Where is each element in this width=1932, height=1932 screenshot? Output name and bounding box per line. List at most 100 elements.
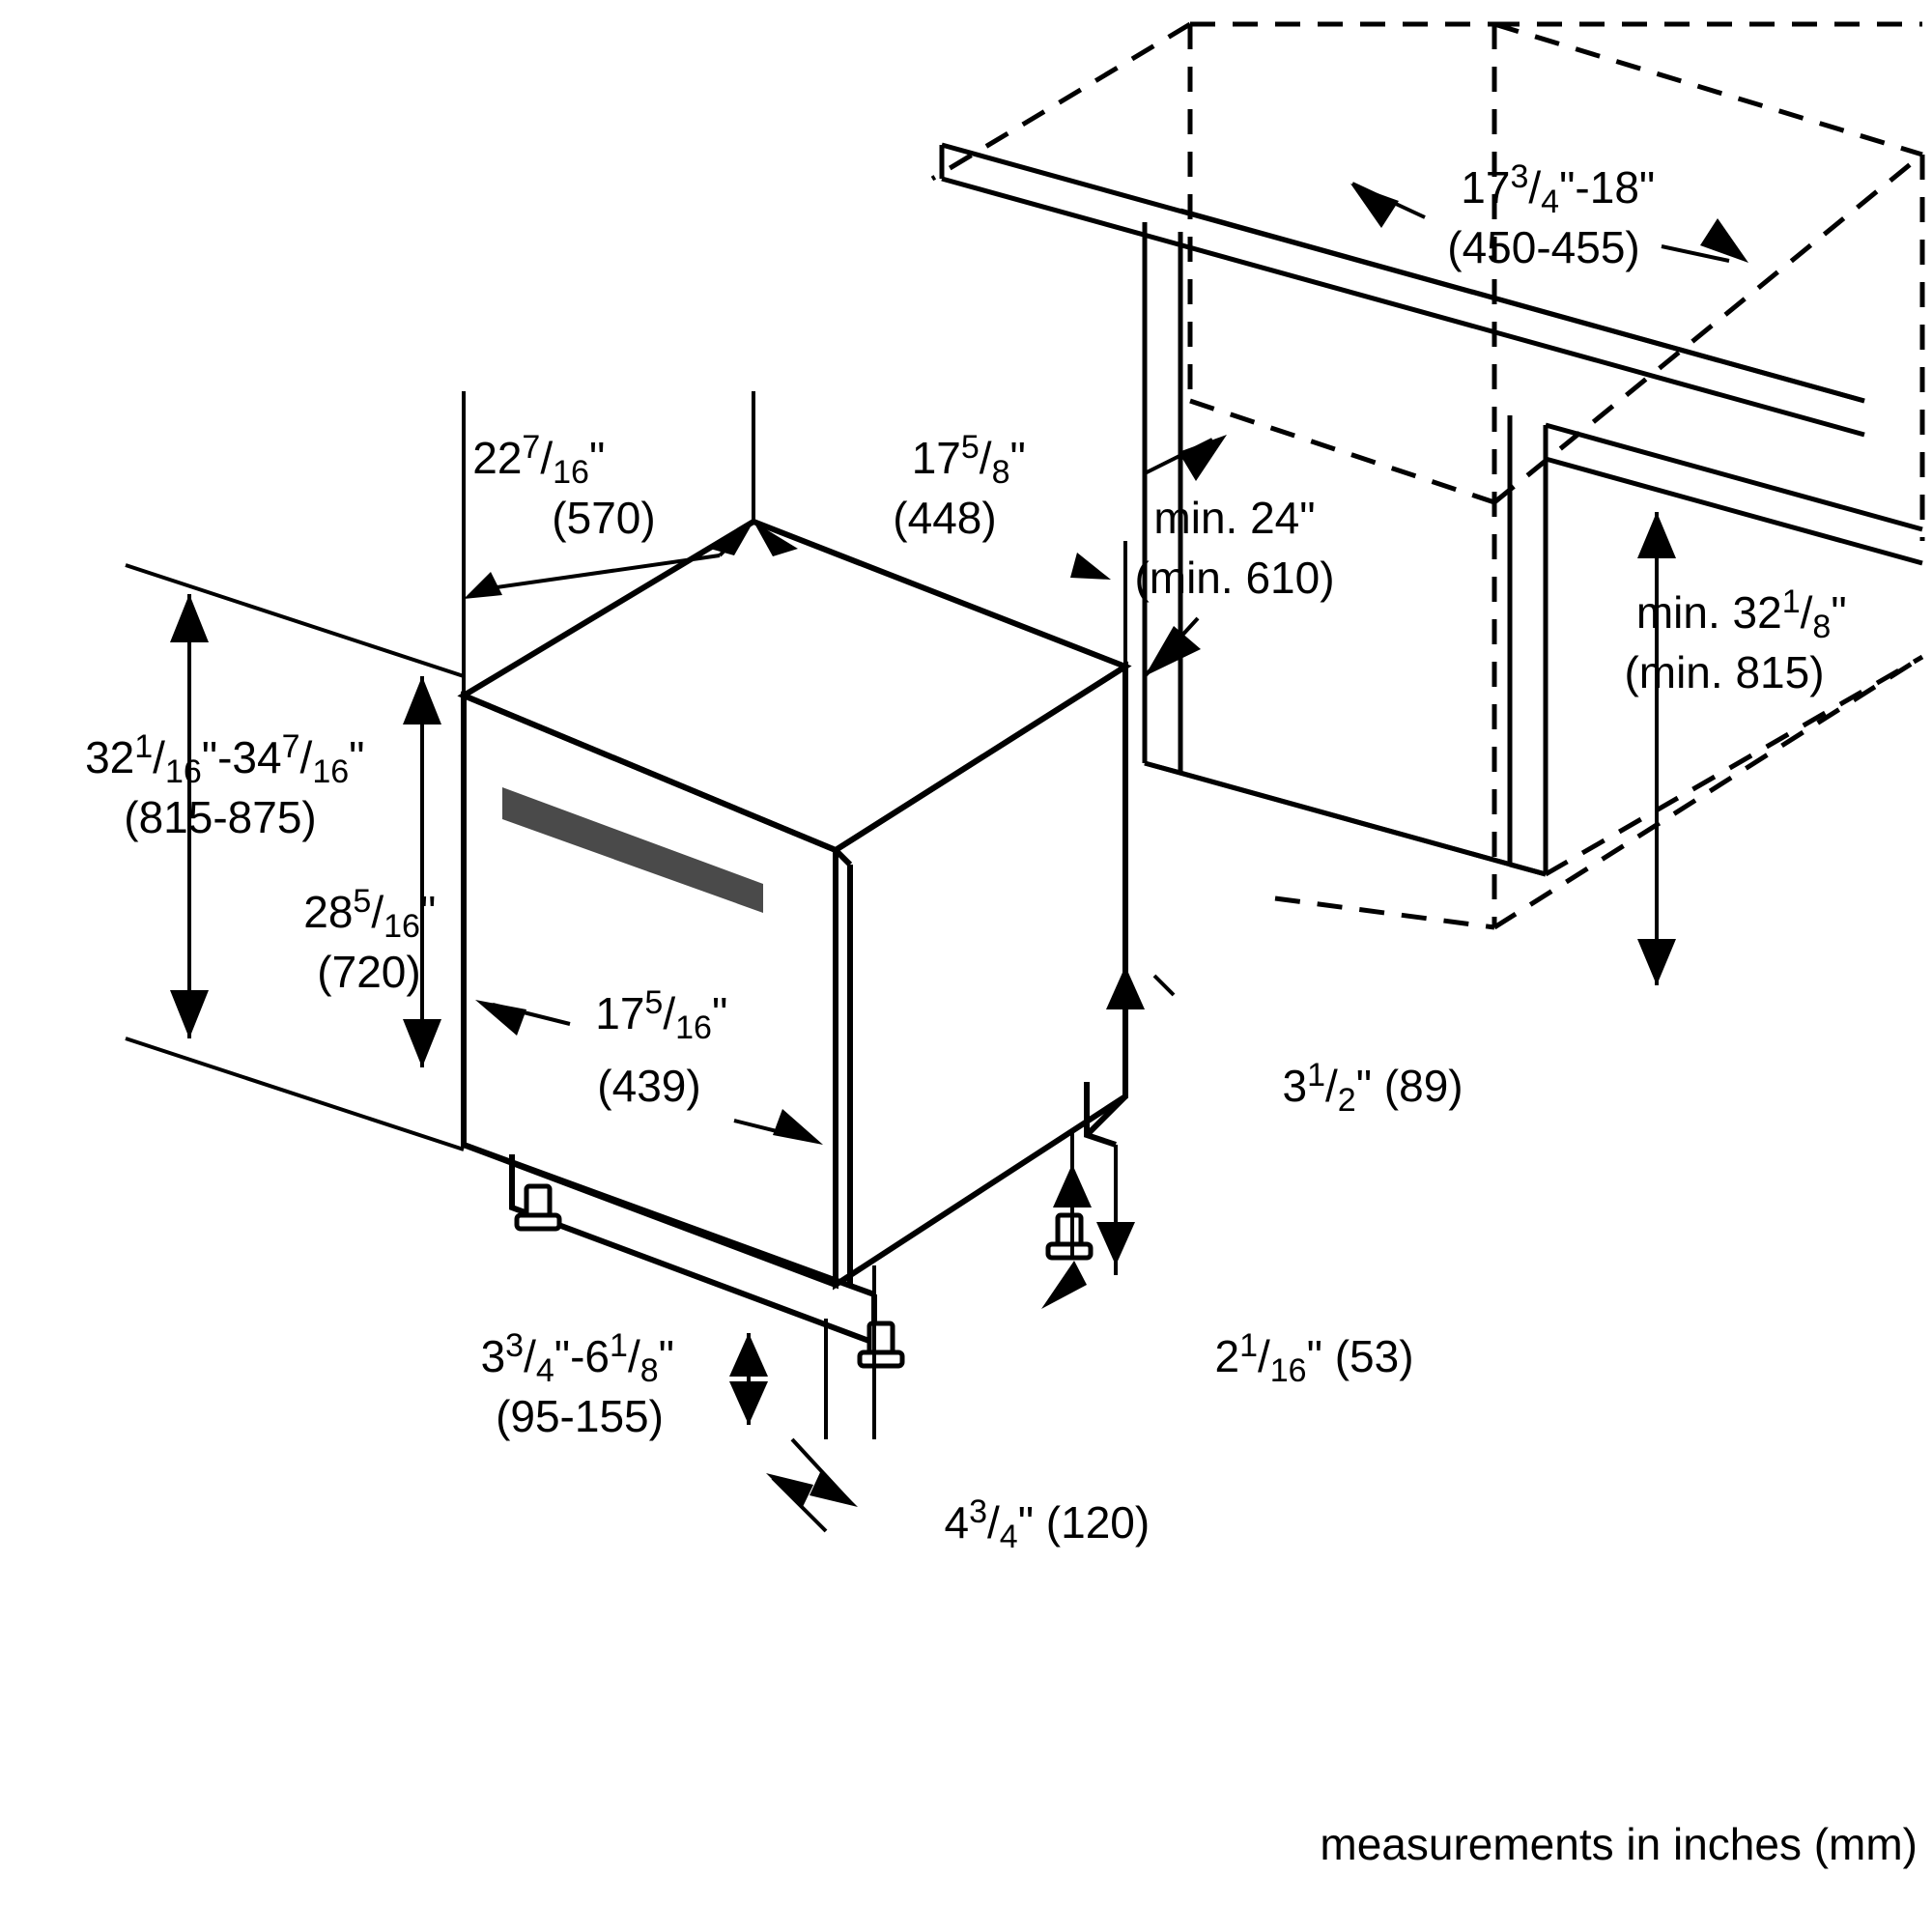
svg-text:175/16": 175/16" [509,984,789,1046]
label-95-slash1: / [524,1331,536,1381]
label-439-denominator: 16 [675,1009,712,1046]
cabinet-panel-right-bottom [1509,862,1547,877]
label-cabinet-depth: 173/4"-18" (450-455) [1447,158,1655,272]
label-overall-den2: 16 [312,753,349,790]
label-cabinet-width-min: min. 24" (min. 610) [1134,493,1334,603]
label-95-unit: " [659,1331,674,1381]
label-95-den2: 8 [640,1352,659,1389]
label-overall-slash2: / [300,732,313,782]
label-439-unit: " [712,988,727,1038]
label-450-whole: 17 [1461,162,1510,213]
label-439-mm: (439) [597,1061,700,1111]
countertop-rear-slab-top [1179,208,1865,404]
label-width-top-right: 175/8" (448) [825,429,1088,543]
label-door-height: 285/16" (720) [217,883,497,997]
label-450-denominator: 4 [1541,184,1559,220]
foot-front-left-pad [514,1212,562,1232]
base-side-angle [1084,1094,1128,1138]
label-53-slash: / [1258,1331,1270,1381]
label-720-slash: / [371,887,384,937]
label-120-slash: / [987,1497,1000,1548]
leader-22-left [482,554,721,591]
arrow-53-up [1096,1222,1135,1265]
label-overall-mm: (815-875) [124,792,316,842]
arrow-door-down [403,1019,441,1067]
cabinet-hidden-edges [930,21,1925,930]
label-53-denominator: 16 [1270,1352,1307,1389]
label-overall-num1: 1 [134,728,153,765]
dashed-slope-right [1492,153,1924,504]
svg-text:43/4" (120): 43/4" (120) [858,1493,1211,1555]
label-95-den1: 4 [536,1352,554,1389]
foot-rear-right-pad [1045,1241,1094,1261]
svg-text:min. 321/8": min. 321/8" [1549,583,1908,645]
label-min32-mm: (min. 815) [1624,647,1824,697]
label-720-numerator: 5 [353,883,371,920]
label-95-num2: 1 [610,1327,628,1364]
label-95-mid: "-6 [554,1331,610,1381]
label-min32-whole: min. 32 [1636,587,1782,638]
arrow-depth-right [1700,218,1748,263]
label-95-slash2: / [628,1331,640,1381]
label-53-numerator: 1 [1239,1327,1258,1364]
svg-text:285/16": 285/16" [217,883,497,945]
label-448-denominator: 8 [992,454,1010,491]
svg-text:33/4"-61/8": 33/4"-61/8" [394,1327,736,1389]
arrow-439-left [475,1000,526,1036]
label-overall-whole1: 32 [85,732,134,782]
door-corner-seam [833,847,853,867]
svg-text:21/16" (53): 21/16" (53) [1128,1327,1475,1389]
svg-text:175/8": 175/8" [825,429,1088,491]
label-448-numerator: 5 [961,429,980,466]
label-120-rest: " (120) [1018,1497,1151,1548]
label-cabinet-height-min: min. 321/8" (min. 815) [1549,583,1908,697]
label-120-denominator: 4 [1000,1519,1018,1555]
label-95-whole1: 3 [481,1331,506,1381]
label-22-mm: (570) [552,493,655,543]
arrow-toekick-down [729,1381,768,1425]
label-89-slash: / [1325,1061,1338,1111]
door-handle [502,787,763,913]
label-89-denominator: 2 [1338,1082,1356,1119]
label-overall-mid: "-34 [202,732,282,782]
dashed-upper-right-diag [1493,21,1923,157]
cabinet-outline [939,142,1923,877]
arrow-door-up [403,676,441,724]
label-front-width: 175/16" (439) [509,984,789,1111]
label-toe-kick-height: 33/4"-61/8" (95-155) [394,1327,736,1441]
label-min32-denominator: 8 [1812,609,1831,645]
label-450-slash: / [1528,162,1541,213]
label-min32-numerator: 1 [1782,583,1801,620]
label-22-denominator: 16 [553,454,589,491]
arrow-53-side [1041,1261,1087,1309]
label-450-numerator: 3 [1510,158,1528,195]
arrow-448-right [1070,553,1111,580]
label-overall-slash1: / [153,732,165,782]
arrow-depth-left [1350,184,1399,228]
svg-text:227/16": 227/16" [386,429,667,491]
label-89-rest: " (89) [1356,1061,1463,1111]
footnote-measurements: measurements in inches (mm) [1320,1819,1918,1869]
arrow-toekick-up [729,1333,768,1377]
arrow-overall-up [170,594,209,642]
label-120-numerator: 3 [969,1493,987,1530]
arrow-120-right [810,1470,858,1507]
dashed-base-left [1274,895,1495,930]
arrow-89-down [1106,966,1145,1009]
countertop-bottom-edge [941,176,1865,438]
label-439-numerator: 5 [644,984,663,1021]
label-22-numerator: 7 [522,429,540,466]
dashed-diagonal-mid [1189,398,1495,505]
arrow-17-right [753,522,798,556]
label-depth-top-left: 227/16" (570) [386,429,667,543]
label-toe-kick-depth: 43/4" (120) [858,1493,1211,1555]
dimension-arrowheads [170,184,1748,1509]
label-overall-unit: " [349,732,364,782]
arrow-min32-down [1637,939,1676,985]
label-89-numerator: 1 [1307,1057,1325,1094]
label-720-denominator: 16 [384,908,420,945]
arrow-min24-up [1179,435,1227,481]
label-95-mm: (95-155) [496,1391,664,1441]
